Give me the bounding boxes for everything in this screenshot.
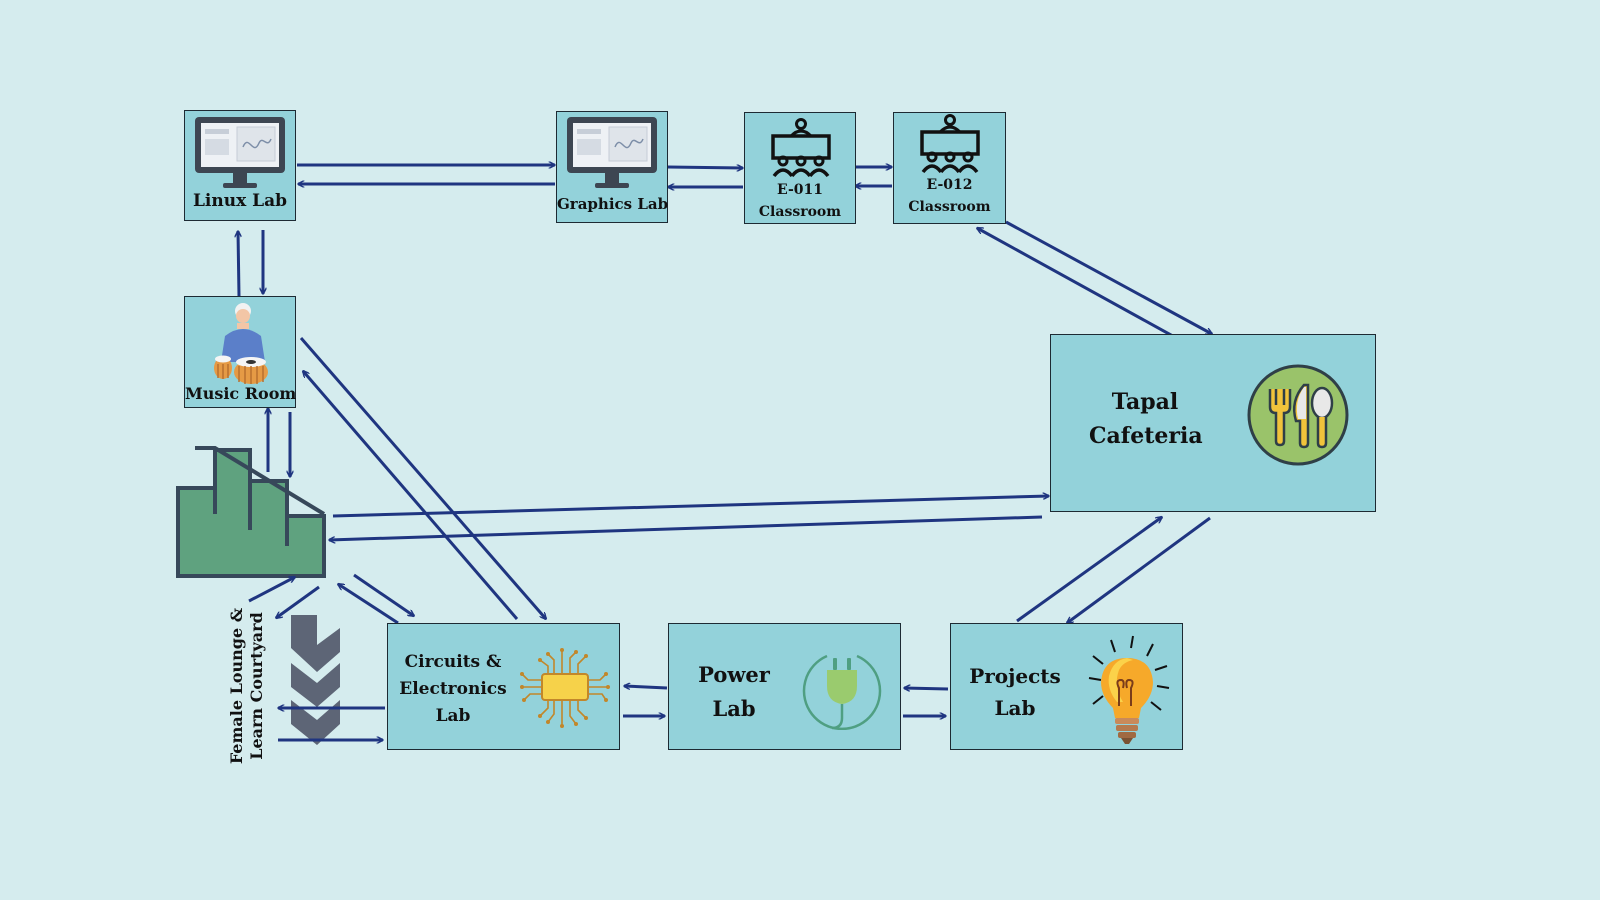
arrow-stairs-to-circuits <box>353 573 414 616</box>
room-label: Lab <box>712 696 756 721</box>
room-label: Power <box>698 662 770 687</box>
cutlery-icon <box>1247 364 1349 466</box>
room-label: Classroom <box>758 204 842 220</box>
room-label: Tapal <box>1111 389 1179 415</box>
arrow-stairs-to-courtyard <box>276 585 320 618</box>
courtyard-label-line2: Learn Courtyard <box>247 612 266 760</box>
arrow-music-to-linux <box>238 231 239 297</box>
monitor-icon <box>195 117 285 188</box>
room-label: Electronics <box>399 679 507 699</box>
arrow-projects-to-cafeteria <box>1016 517 1162 623</box>
room-label: Music Room <box>185 384 297 403</box>
arrow-power-to-circuits <box>624 686 668 688</box>
plug-icon <box>802 654 882 730</box>
arrow-courtyard-to-stairs <box>248 575 295 603</box>
room-power-lab[interactable]: Power Lab <box>668 623 901 750</box>
classroom-icon <box>771 118 831 178</box>
room-music-room[interactable]: Music Room <box>184 296 296 408</box>
arrow-music-to-circuits <box>299 337 546 619</box>
arrow-cafeteria-to-stairs <box>329 515 1043 540</box>
arrow-cafeteria-to-e012 <box>977 226 1181 342</box>
microchip-icon <box>520 648 610 728</box>
room-graphics-lab[interactable]: Graphics Lab <box>556 111 668 223</box>
chevrons-down-icon <box>291 615 340 745</box>
room-label: E-012 <box>926 177 973 193</box>
monitor-icon <box>567 117 657 188</box>
arrow-projects-to-power <box>904 688 949 689</box>
lightbulb-icon <box>1088 635 1170 744</box>
courtyard-label: Female Lounge & Learn Courtyard <box>227 608 267 764</box>
arrow-graphics-to-e011 <box>667 167 743 168</box>
arrow-circuits-to-stairs <box>338 582 399 625</box>
room-label: Graphics Lab <box>557 195 669 213</box>
room-label: Projects <box>969 664 1061 688</box>
arrow-cafeteria-to-projects <box>1067 516 1211 623</box>
room-label: E-011 <box>777 182 823 198</box>
room-projects-lab[interactable]: Projects Lab <box>950 623 1183 750</box>
arrow-stairs-to-cafeteria <box>332 496 1049 518</box>
room-e011-classroom[interactable]: E-011 Classroom <box>744 112 856 224</box>
room-label: Lab <box>435 706 471 726</box>
room-label: Linux Lab <box>192 191 288 211</box>
room-tapal-cafeteria[interactable]: Tapal Cafeteria <box>1050 334 1376 512</box>
room-circuits-electronics-lab[interactable]: Circuits & Electronics Lab <box>387 623 620 750</box>
room-label: Lab <box>994 696 1036 720</box>
tabla-player-icon <box>214 303 268 384</box>
room-e012-classroom[interactable]: E-012 Classroom <box>893 112 1006 224</box>
classroom-icon <box>920 114 980 174</box>
room-label: Cafeteria <box>1089 423 1203 449</box>
courtyard-label-line1: Female Lounge & <box>227 607 246 765</box>
room-label: Classroom <box>908 199 991 215</box>
arrow-circuits-to-music <box>303 371 519 620</box>
arrow-e012-to-cafeteria <box>1005 220 1212 336</box>
room-label: Circuits & <box>404 652 502 672</box>
stairs-icon <box>176 446 326 578</box>
room-linux-lab[interactable]: Linux Lab <box>184 110 296 221</box>
